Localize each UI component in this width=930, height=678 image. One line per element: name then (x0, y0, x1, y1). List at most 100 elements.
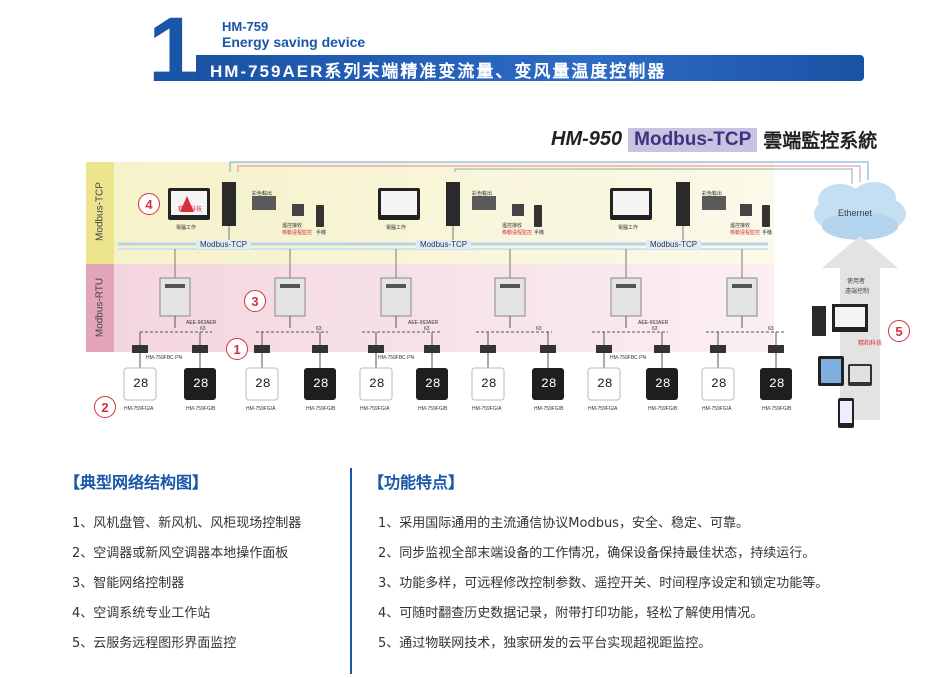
panel-caption-7: HM-759FG/A (472, 406, 502, 412)
panel-pn-1: HM-759FBC PN (146, 355, 183, 361)
arrow-text-2: 遠端控制 (845, 288, 870, 295)
right-item-5: 5、通过物联网技术，独家研发的云平台实现超视距监控。 (378, 636, 712, 651)
system-title-name: 雲端監控系統 (763, 130, 878, 152)
left-item-2: 2、空调器或新风空调器本地操作面板 (72, 546, 289, 561)
left-item-3: 3、智能网络控制器 (72, 576, 185, 591)
workstation-group-2 (378, 182, 542, 244)
client-screen-text: 精和科技 (858, 341, 883, 347)
panel-display-5: 28 (369, 376, 385, 391)
panel-display-2: 28 (193, 376, 209, 391)
rtu-band-label-box: Modbus-RTU (86, 264, 114, 352)
system-title: HM-950 Modbus-TCP 雲端監控系統 (551, 126, 877, 153)
rtu-label-5: AEE-963AER (638, 320, 669, 326)
printer-caption-3: 彩色輸出 (702, 191, 723, 197)
panel-display-10: 28 (655, 376, 671, 391)
rtu-buses (139, 316, 784, 345)
marker-5: 5 (888, 320, 910, 342)
wire-pink (237, 165, 861, 182)
phone-caption-2: 手機 (534, 230, 545, 236)
left-item-4: 4、空调系统专业工作站 (72, 606, 211, 621)
phone-caption-3: 手機 (762, 230, 773, 236)
rtu-controllers (159, 249, 758, 317)
panel-pn-3: HM-759FBC PN (610, 355, 647, 361)
rx-subcaption-1: 移動遠程監控 (282, 230, 313, 236)
tcp-bus-label-1: Modbus-TCP (196, 240, 252, 249)
panel-display-9: 28 (597, 376, 613, 391)
marker-2: 2 (94, 396, 116, 418)
marker-4: 4 (138, 193, 160, 215)
left-item-5: 5、云服务远程图形界面监控 (72, 636, 237, 651)
header-subtitle: Energy saving device (222, 34, 366, 50)
panel-caption-3: HM-759FG/A (246, 406, 276, 412)
header-model: HM-759 (222, 19, 269, 34)
rx-caption-2: 遙控接收 (502, 223, 523, 229)
panel-display-8: 28 (541, 376, 557, 391)
rtu-bus-num-1: 63 (200, 326, 206, 332)
section-divider (350, 468, 352, 674)
panel-caption-9: HM-759FG/A (588, 406, 618, 412)
right-section-heading: 【功能特点】 (368, 473, 465, 492)
panel-display-3: 28 (255, 376, 271, 391)
panel-caption-4: HM-759FG/B (306, 406, 336, 412)
rtu-label-1: AEE-963AER (186, 320, 217, 326)
ethernet-label: Ethernet (838, 208, 873, 218)
rtu-label-3: AEE-963AER (408, 320, 439, 326)
panel-display-12: 28 (769, 376, 785, 391)
tcp-bus-label-2: Modbus-TCP (416, 240, 472, 249)
workstation-group-1 (168, 182, 324, 244)
station-caption-1: 電腦工作 (176, 225, 197, 231)
network-diagram (118, 161, 906, 428)
arrow-text-1: 使用者 (847, 278, 866, 285)
rx-subcaption-2: 移動遠程監控 (502, 230, 533, 236)
panel-display-4: 28 (313, 376, 329, 391)
system-title-protocol: Modbus-TCP (628, 127, 758, 152)
thermostat-panels (123, 367, 792, 401)
panel-display-11: 28 (711, 376, 727, 391)
right-item-1: 1、采用国际通用的主流通信协议Modbus，安全、稳定、可靠。 (378, 516, 749, 531)
header-title: HM-759AER系列末端精准变流量、变风量温度控制器 (210, 62, 667, 81)
station-screen-text: 精和科技 (178, 207, 203, 213)
panel-display-6: 28 (425, 376, 441, 391)
workstation-group-3 (610, 182, 770, 244)
tcp-bus-label-3: Modbus-TCP (646, 240, 702, 249)
rtu-bus-num-3: 63 (424, 326, 430, 332)
rtu-bus-num-4: 63 (536, 326, 542, 332)
left-item-1: 1、风机盘管、新风机、风柜现场控制器 (72, 516, 302, 531)
marker-1: 1 (226, 338, 248, 360)
rx-caption-3: 遙控接收 (730, 223, 751, 229)
wire-green (454, 168, 853, 184)
right-item-2: 2、同步监视全部末端设备的工作情况，确保设备保持最佳状态，持续运行。 (378, 546, 816, 561)
header-number: 1 (148, 0, 199, 101)
rx-caption-1: 遙控接收 (282, 223, 303, 229)
rtu-bus-num-6: 63 (768, 326, 774, 332)
left-section-heading: 【典型网络结构图】 (64, 473, 209, 492)
remote-client-devices (812, 304, 872, 428)
printer-caption-1: 彩色輸出 (252, 191, 273, 197)
panel-caption-10: HM-759FG/B (648, 406, 678, 412)
panel-caption-2: HM-759FG/B (186, 406, 216, 412)
right-item-3: 3、功能多样，可远程修改控制参数、遥控开关、时间程序设定和锁定功能等。 (378, 576, 829, 591)
panel-caption-6: HM-759FG/B (418, 406, 448, 412)
panel-display-1: 28 (133, 376, 149, 391)
panel-pn-2: HM-759FBC PN (378, 355, 415, 361)
ethernet-cloud (814, 182, 906, 240)
panel-caption-1: HM-759FG/A (124, 406, 154, 412)
header-title-bar (196, 55, 864, 81)
panel-display-7: 28 (481, 376, 497, 391)
rx-subcaption-3: 移動遠程監控 (730, 230, 761, 236)
rtu-band (86, 264, 774, 352)
tcp-band-label-box: Modbus-TCP (86, 162, 114, 264)
phone-caption-1: 手機 (316, 230, 327, 236)
wire-blue (229, 161, 869, 180)
panel-caption-8: HM-759FG/B (534, 406, 564, 412)
marker-3: 3 (244, 290, 266, 312)
panel-caption-11: HM-759FG/A (702, 406, 732, 412)
panel-caption-12: HM-759FG/B (762, 406, 792, 412)
printer-caption-2: 彩色輸出 (472, 191, 493, 197)
panel-caption-5: HM-759FG/A (360, 406, 390, 412)
right-item-4: 4、可随时翻查历史数据记录，附带打印功能，轻松了解使用情况。 (378, 606, 764, 621)
rtu-bus-num-2: 63 (316, 326, 322, 332)
rtu-bus-num-5: 63 (652, 326, 658, 332)
station-caption-3: 電腦工作 (618, 225, 639, 231)
system-title-model: HM-950 (551, 128, 623, 150)
